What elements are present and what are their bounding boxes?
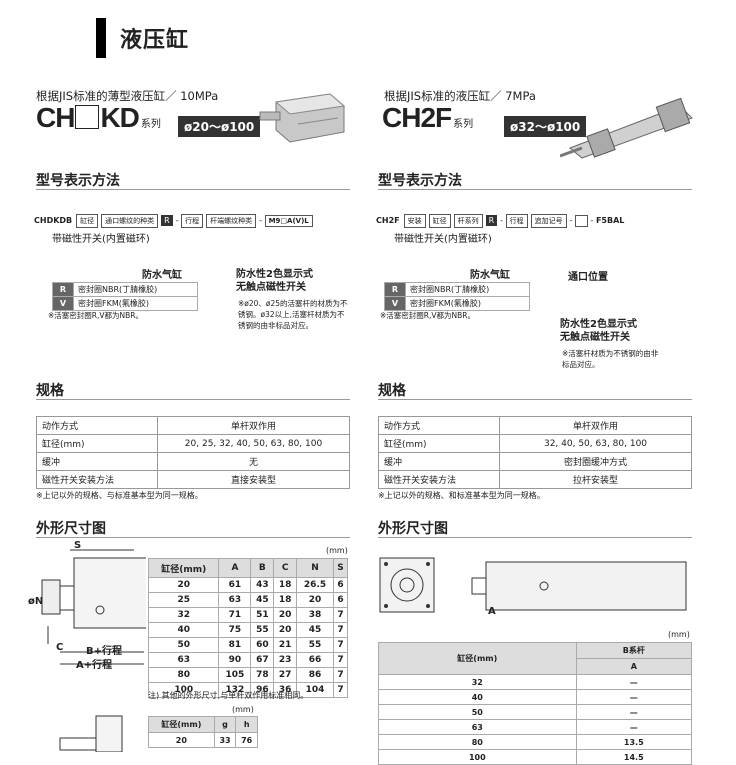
- right-spec-note: ※上记以外的规格、和标准基本型为同一规格。: [378, 491, 545, 500]
- page-title: 液压缸: [120, 28, 190, 53]
- label-n: øN: [28, 596, 44, 607]
- left-dim-note: 注) 其他的外形尺寸,与单杆双作用标准相同。: [148, 691, 309, 700]
- right-spec-table: 动作方式单杆双作用 缸径(mm)32, 40, 50, 63, 80, 100 …: [378, 416, 692, 489]
- right-range: ø32～ø100: [504, 116, 587, 137]
- divider: [378, 189, 692, 190]
- label-a: A+行程: [76, 660, 113, 671]
- divider: [378, 399, 692, 400]
- left-waterproof: 防水气缸: [142, 270, 182, 281]
- left-switch-note: 带磁性开关(内置磁环): [52, 234, 150, 245]
- right-dim-unit: (mm): [668, 630, 690, 639]
- right-switch-note: 带磁性开关(内置磁环): [394, 234, 492, 245]
- right-option-note: ※活塞密封圈R,V都为NBR。: [380, 311, 475, 320]
- left-switch2-title: 防水性2色显示式 无触点磁性开关: [236, 269, 313, 293]
- divider: [36, 537, 350, 538]
- left-dim-heading: 外形尺寸图: [36, 521, 106, 537]
- right-model-heading: 型号表示方法: [378, 173, 462, 189]
- right-outline-drawing: [379, 557, 687, 613]
- left-spec-note: ※上记以外的规格、与标准基本型为同一规格。: [36, 491, 203, 500]
- divider: [36, 399, 350, 400]
- left-dim2-unit: (mm): [232, 705, 254, 714]
- title-bar: [96, 18, 106, 58]
- left-subtitle: 根据JIS标准的薄型液压缸／ 10MPa: [36, 89, 219, 103]
- right-spec-heading: 规格: [378, 383, 406, 399]
- left-option-note: ※活塞密封圈R,V都为NBR。: [48, 311, 143, 320]
- right-switch2-note: ※活塞杆材质为不锈钢的由非标品对应。: [562, 349, 659, 369]
- right-switch2-title: 防水性2色显示式 无触点磁性开关: [560, 319, 637, 343]
- label-c: C: [56, 642, 64, 653]
- label-s: S: [74, 540, 82, 551]
- label-b: B+行程: [86, 646, 123, 657]
- box-symbol-icon: [75, 105, 100, 129]
- right-subtitle: 根据JIS标准的液压缸／ 7MPa: [384, 89, 536, 103]
- right-port: 通口位置: [568, 272, 608, 283]
- left-model-heading: 型号表示方法: [36, 173, 120, 189]
- left-switch2-note: ※ø20、ø25的活塞杆的材质为不锈钢。ø32以上,活塞杆材质为不锈钢的由非标品…: [238, 299, 348, 330]
- left-range: ø20～ø100: [178, 116, 261, 137]
- right-dim-heading: 外形尺寸图: [378, 521, 448, 537]
- tierod-cylinder-image: [560, 97, 693, 159]
- divider: [378, 537, 692, 538]
- divider: [36, 189, 350, 190]
- right-waterproof: 防水气缸: [470, 270, 510, 281]
- left-rod-drawing: [59, 715, 123, 752]
- left-outline-drawing: [41, 549, 146, 665]
- right-label-a: A: [488, 606, 496, 617]
- thin-cylinder-image: [259, 93, 346, 143]
- left-dim-unit: (mm): [326, 546, 348, 555]
- left-spec-table: 动作方式单杆双作用 缸径(mm)20, 25, 32, 40, 50, 63, …: [36, 416, 350, 489]
- left-spec-heading: 规格: [36, 383, 64, 399]
